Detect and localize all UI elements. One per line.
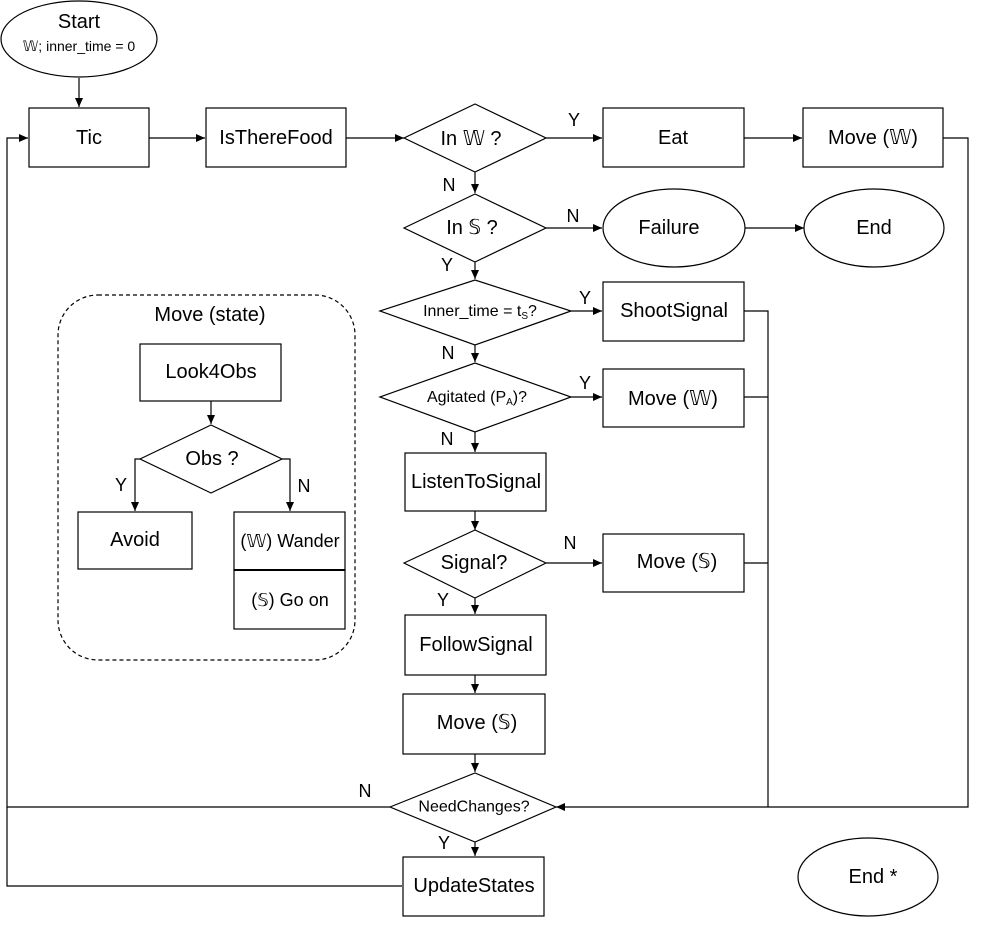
loop-update bbox=[6, 807, 402, 887]
listen-to-signal-label: ListenToSignal bbox=[411, 471, 541, 493]
return-move-w-top bbox=[556, 137, 969, 811]
inset-frame bbox=[57, 294, 356, 661]
inner-time-decision bbox=[378, 279, 573, 346]
tic-box bbox=[28, 107, 150, 168]
move-state-inset bbox=[57, 294, 356, 661]
return-shoot-signal bbox=[744, 310, 769, 807]
obs-label: Obs ? bbox=[185, 448, 238, 470]
shoot-signal-box bbox=[602, 281, 745, 342]
start-subtitle: 𝕎; inner_time = 0 bbox=[23, 38, 136, 54]
eat-label: Eat bbox=[658, 127, 688, 149]
wander-box bbox=[233, 511, 346, 571]
agitated-no-label: N bbox=[441, 429, 454, 449]
signal-decision bbox=[402, 529, 548, 599]
end-star-terminal bbox=[797, 837, 939, 917]
signal-label: Signal? bbox=[441, 552, 508, 574]
follow-signal-label: FollowSignal bbox=[419, 634, 532, 656]
move-w-mid-box bbox=[602, 368, 745, 428]
move-s-center-label: Move (𝕊) bbox=[437, 712, 517, 734]
move-w-top-box bbox=[802, 107, 944, 168]
agitated-label: Agitated (PA)? bbox=[427, 389, 527, 408]
look4obs-label: Look4Obs bbox=[165, 361, 256, 383]
in-w-no-label: N bbox=[443, 175, 456, 195]
go-on-label: (𝕊) Go on bbox=[251, 590, 328, 610]
update-states-box bbox=[402, 856, 545, 917]
move-s-right-box bbox=[602, 533, 745, 593]
branch-labels: Y N N Y Y N Y N N Y N Y bbox=[359, 110, 592, 853]
agitated-yes-label: Y bbox=[579, 373, 591, 393]
in-s-decision bbox=[402, 193, 548, 263]
shoot-signal-label: ShootSignal bbox=[620, 300, 728, 322]
obs-yes-label: Y bbox=[115, 475, 127, 495]
follow-signal-box bbox=[404, 614, 547, 676]
need-yes-label: Y bbox=[438, 833, 450, 853]
in-s-label: In 𝕊 ? bbox=[446, 217, 498, 239]
move-s-right-label: Move (𝕊) bbox=[637, 551, 717, 573]
in-w-label: In 𝕎 ? bbox=[440, 128, 501, 150]
arrow-obs-no bbox=[282, 458, 294, 511]
end-label: End bbox=[856, 217, 892, 239]
agitated-decision bbox=[378, 362, 573, 433]
loop-need-no bbox=[6, 134, 390, 808]
tic-label: Tic bbox=[76, 127, 102, 149]
signal-no-label: N bbox=[564, 533, 577, 553]
move-s-center-box bbox=[402, 693, 546, 755]
update-states-label: UpdateStates bbox=[413, 875, 534, 897]
failure-label: Failure bbox=[638, 217, 699, 239]
need-changes-decision bbox=[388, 772, 558, 843]
start-title: Start bbox=[58, 11, 101, 33]
in-w-yes-label: Y bbox=[568, 110, 580, 130]
failure-terminal bbox=[602, 188, 746, 268]
connectors bbox=[6, 78, 969, 887]
is-there-food-label: IsThereFood bbox=[219, 127, 332, 149]
inset-title: Move (state) bbox=[154, 304, 265, 326]
node-labels: Start 𝕎; inner_time = 0 Tic IsThereFood … bbox=[23, 11, 918, 897]
start-terminal bbox=[0, 0, 158, 78]
end-star-label: End * bbox=[849, 866, 898, 888]
listen-to-signal-box bbox=[404, 452, 547, 512]
inner-yes-label: Y bbox=[579, 288, 591, 308]
move-w-mid-label: Move (𝕎) bbox=[628, 388, 718, 410]
go-on-box bbox=[233, 569, 346, 630]
end-terminal bbox=[803, 188, 945, 268]
obs-no-label: N bbox=[298, 476, 311, 496]
wander-label: (𝕎) Wander bbox=[240, 531, 339, 551]
inner-no-label: N bbox=[442, 343, 455, 363]
avoid-box bbox=[77, 511, 193, 570]
in-s-yes-label: Y bbox=[441, 255, 453, 275]
arrow-obs-yes bbox=[131, 458, 140, 511]
eat-box bbox=[602, 107, 745, 168]
signal-yes-label: Y bbox=[437, 590, 449, 610]
is-there-food-box bbox=[205, 107, 347, 168]
need-changes-label: NeedChanges? bbox=[418, 799, 529, 816]
need-no-label: N bbox=[359, 781, 372, 801]
avoid-label: Avoid bbox=[110, 529, 160, 551]
inner-time-label: Inner_time = tS? bbox=[423, 303, 537, 322]
in-s-no-label: N bbox=[567, 206, 580, 226]
move-w-top-label: Move (𝕎) bbox=[828, 127, 918, 149]
in-w-decision bbox=[402, 103, 548, 173]
